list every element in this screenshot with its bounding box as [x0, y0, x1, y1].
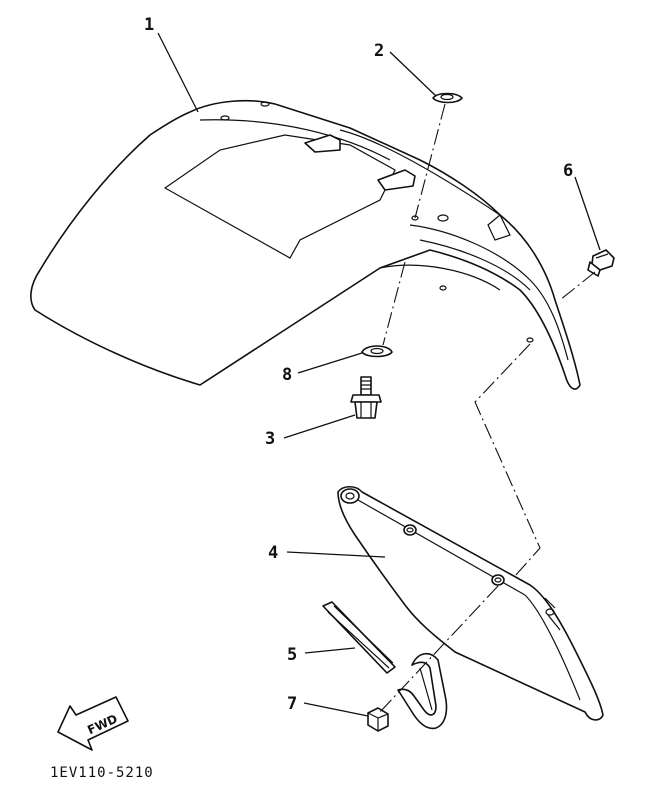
- plate-bracket-part-4: [337, 485, 604, 721]
- stud-bolt-part-3: [350, 376, 382, 419]
- screw-part-6: [587, 249, 615, 277]
- callout-3: 3: [265, 429, 275, 449]
- callout-8: 8: [282, 365, 292, 385]
- callout-5: 5: [287, 645, 297, 665]
- assembly-lines: [379, 103, 596, 713]
- reflector-part-5: [322, 601, 448, 730]
- rear-fender-part-1: [30, 99, 581, 390]
- fwd-arrow-icon: FWD: [57, 696, 129, 751]
- nut-part-7: [367, 707, 389, 732]
- grommet-part-2: [432, 92, 463, 104]
- callout-labels: 1 2 3 4 5 6 7 8: [144, 15, 573, 714]
- grommet-part-8: [361, 345, 393, 358]
- callout-4: 4: [268, 543, 278, 563]
- callout-2: 2: [374, 41, 384, 61]
- callout-1: 1: [144, 15, 154, 35]
- callout-6: 6: [563, 161, 573, 181]
- diagram-code: 1EV110-5210: [50, 765, 154, 781]
- callout-7: 7: [287, 694, 297, 714]
- leader-lines: [157, 32, 601, 717]
